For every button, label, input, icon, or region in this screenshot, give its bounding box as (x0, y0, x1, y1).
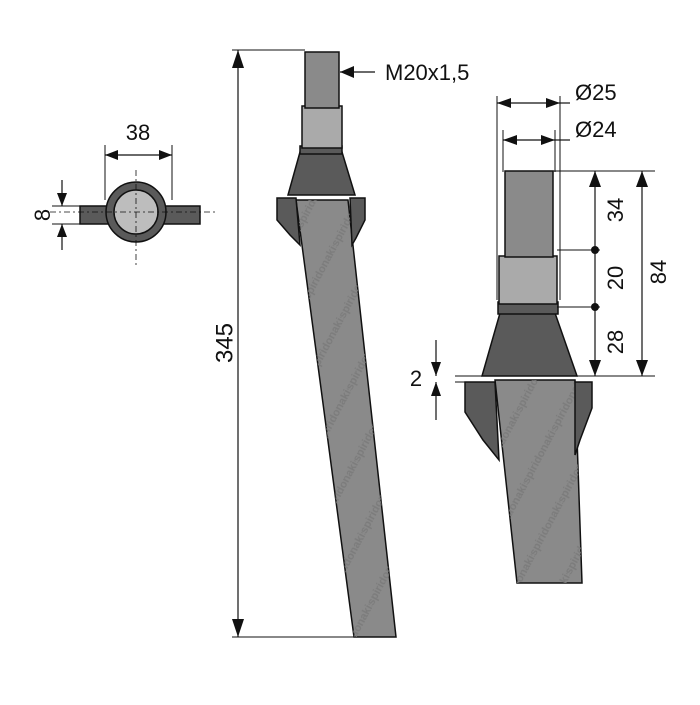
tine-full-view: 345 M20x1,5 (211, 49, 469, 638)
arrow (503, 135, 517, 145)
arrow (159, 150, 172, 160)
arrow (589, 171, 601, 187)
arrow (57, 224, 67, 237)
arrow (636, 360, 648, 376)
detail-collar (481, 312, 579, 377)
dia25-label: Ø25 (575, 80, 617, 105)
detail-lug-left (464, 381, 500, 463)
tine-shank (301, 105, 343, 149)
arrow (541, 135, 555, 145)
arrow (232, 619, 244, 637)
chain-node (591, 246, 599, 254)
chain-node (591, 303, 599, 311)
len-thread-label: 34 (603, 198, 628, 222)
arrow (340, 66, 354, 78)
len-total-label: 84 (646, 260, 671, 284)
detail-lug-right (574, 381, 593, 456)
tine-lug-left (276, 197, 301, 247)
arrow (105, 150, 118, 160)
arrow (497, 98, 511, 108)
arrow (431, 382, 441, 396)
arrow (589, 360, 601, 376)
detail-thread (504, 170, 554, 258)
eye-top-view: 38 8 (30, 120, 215, 265)
dia24-label: Ø24 (575, 117, 617, 142)
thread-label: M20x1,5 (385, 60, 469, 85)
arrow (57, 193, 67, 206)
tine-thread (304, 51, 340, 109)
tine-watermark (296, 200, 396, 637)
eye-width-label: 38 (126, 120, 150, 145)
gap-label: 2 (410, 366, 422, 391)
arrow (546, 98, 560, 108)
tine-detail-view: Ø25 Ø24 34 20 28 84 2 (410, 80, 671, 584)
tine-collar (287, 151, 357, 196)
detail-watermark (495, 380, 582, 583)
arrow (636, 171, 648, 187)
detail-shank (498, 255, 558, 305)
length-label: 345 (211, 323, 238, 363)
arrow (232, 50, 244, 68)
eye-thickness-label: 8 (30, 209, 55, 221)
arrow (431, 362, 441, 376)
len-collar-label: 28 (603, 330, 628, 354)
len-shank-label: 20 (603, 266, 628, 290)
tine-lug-right (349, 197, 366, 248)
